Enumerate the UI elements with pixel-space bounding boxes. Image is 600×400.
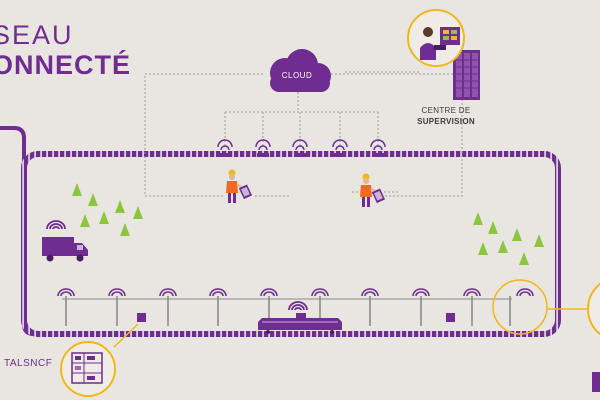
tablet-icon [371,188,386,204]
wifi-icon [108,288,126,297]
worker-icon [360,173,377,207]
tree-icon [72,183,82,196]
tree-icon [488,221,498,234]
tree-icon [88,193,98,206]
sensor-callout [587,282,600,336]
cloud-to-worker-left-link [144,73,263,197]
wifi-icon [46,220,66,230]
operator-icon [420,27,460,60]
wifi-icon [463,288,481,297]
brand-logo-text: TALSNCF [4,358,53,369]
data-links [144,71,463,197]
train-icon [258,301,342,334]
supervision-label-line-2: SUPERVISION [417,117,475,126]
wifi-icon [361,288,379,297]
server-icon [453,50,480,100]
catenary-line [57,288,534,326]
wifi-icon [260,288,278,297]
brand-mark [592,372,600,392]
tree-icon [133,206,143,219]
tree-icon [512,228,522,241]
cloud-icon [270,49,331,92]
sensor-icon [292,139,308,157]
cloud-to-worker-right-link [331,73,463,197]
wifi-icon [311,288,329,297]
tree-icon [99,211,109,224]
trackside-box [137,313,146,322]
tree-icon [115,200,125,213]
callout-connector [113,323,139,348]
supervision-label-line-1: CENTRE DE [421,106,471,115]
trees-left [72,183,143,236]
truck-icon [42,220,88,262]
wifi-icon [412,288,430,297]
trackside-box [446,313,455,322]
tree-icon [120,223,130,236]
operator-callout [407,9,465,67]
cloud-label: CLOUD [281,71,313,80]
tree-icon [534,234,544,247]
tree-icon [519,252,529,265]
sensor-icon [255,139,271,157]
railway-loop-track [21,151,561,337]
tree-icon [80,214,90,227]
title-line-1: SEAU [0,20,74,50]
wifi-icon [209,288,227,297]
equipment-callout [60,341,116,397]
sensor-zoom-circle [492,279,548,335]
sensor-icon [332,139,348,157]
tree-icon [473,212,483,225]
sensor-icon [370,139,386,157]
sensor-icon [217,139,233,157]
tree-icon [478,242,488,255]
tablet-icon [238,184,253,200]
title-line-2: ONNECTÉ [0,50,132,80]
wifi-icon [516,288,534,297]
tree-icon [498,240,508,253]
cabinet-icon [71,352,103,384]
wifi-icon [288,301,308,311]
wifi-icon [57,288,75,297]
wifi-icon [159,288,177,297]
trees-right [473,212,544,265]
worker-icon [226,169,243,203]
top-sensors [217,139,386,157]
